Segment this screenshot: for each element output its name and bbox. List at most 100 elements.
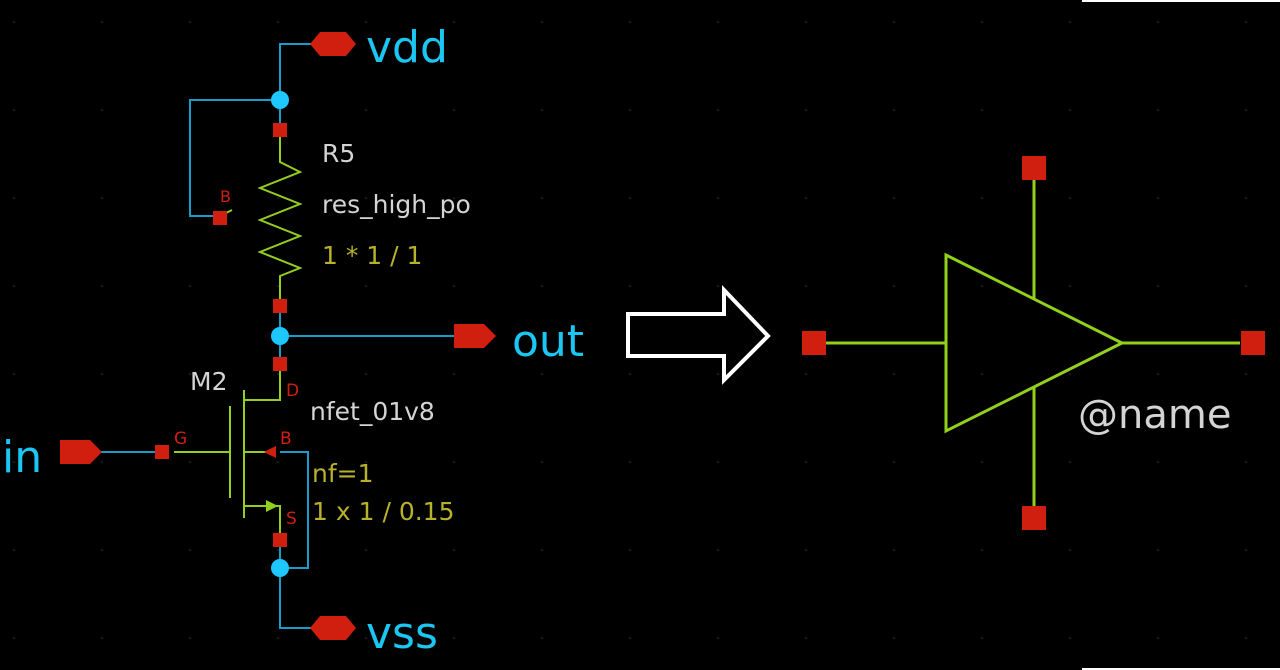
grid-dot (101, 197, 103, 199)
grid-dot (981, 461, 983, 463)
grid-dot (805, 109, 807, 111)
grid-dot (453, 549, 455, 551)
grid-dot (717, 197, 719, 199)
grid-dot (1157, 109, 1159, 111)
grid-dot (365, 373, 367, 375)
grid-dot (277, 373, 279, 375)
grid-dot (365, 285, 367, 287)
grid-dot (277, 109, 279, 111)
grid-dot (541, 373, 543, 375)
grid-dot (453, 637, 455, 639)
grid-dot (277, 637, 279, 639)
grid-dot (981, 197, 983, 199)
pin-m-source (273, 533, 287, 547)
grid-dot (365, 109, 367, 111)
nmos-pin-b: B (280, 429, 292, 449)
junction-vss (271, 559, 289, 577)
grid-dot (1157, 549, 1159, 551)
net-ports[interactable] (60, 32, 496, 640)
symbol-pin-bottom (1022, 506, 1046, 530)
symbol-pin-top (1022, 156, 1046, 180)
schematic-canvas[interactable] (0, 0, 1082, 670)
grid-dot (1069, 109, 1071, 111)
pin-r-bottom (273, 299, 287, 313)
grid-dot (101, 109, 103, 111)
grid-dot (1157, 637, 1159, 639)
grid-dot (453, 373, 455, 375)
grid-dot (1069, 285, 1071, 287)
grid-dot (453, 21, 455, 23)
pins[interactable] (155, 123, 287, 547)
symbol-pin-out (1241, 331, 1265, 355)
grid-dot (629, 373, 631, 375)
port-out-arrow (454, 324, 496, 348)
grid-dot (805, 373, 807, 375)
wire-bulk-r (189, 99, 280, 217)
symbol-pins[interactable] (802, 156, 1265, 530)
grid-dot (1157, 197, 1159, 199)
grid-dot (453, 285, 455, 287)
grid-dot (893, 549, 895, 551)
grid-dot (453, 109, 455, 111)
resistor-inst-name: R5 (322, 139, 355, 168)
grid-dot (101, 461, 103, 463)
grid-dot (189, 373, 191, 375)
grid-dot (717, 21, 719, 23)
grid-dot (981, 285, 983, 287)
grid-dot (189, 461, 191, 463)
port-in-arrow (60, 440, 102, 464)
grid-dot (717, 461, 719, 463)
grid-dot (541, 637, 543, 639)
grid-dot (541, 461, 543, 463)
grid-dot (717, 285, 719, 287)
grid-dot (981, 637, 983, 639)
grid-dot (1157, 373, 1159, 375)
resistor-r5[interactable] (219, 130, 303, 306)
grid-dot (893, 21, 895, 23)
grid-dot (1069, 461, 1071, 463)
nmos-pin-g: G (174, 429, 187, 449)
grid-dot (365, 549, 367, 551)
grid-dot (101, 373, 103, 375)
net-label-in: in (2, 432, 42, 483)
nmos-nf: nf=1 (312, 459, 374, 488)
grid-dot (1245, 197, 1247, 199)
grid-dot (1157, 285, 1159, 287)
grid-dot (541, 109, 543, 111)
grid-dot (981, 109, 983, 111)
grid-dot (1069, 637, 1071, 639)
grid-dot (13, 109, 15, 111)
grid-dot (277, 197, 279, 199)
pin-m-gate (155, 445, 169, 459)
buffer-symbol[interactable] (826, 180, 1240, 506)
grid-dot (13, 197, 15, 199)
wire-vss (279, 540, 316, 629)
grid-dot (453, 461, 455, 463)
grid-dot (629, 197, 631, 199)
grid-dot (13, 637, 15, 639)
grid-dot (277, 21, 279, 23)
grid-dot (805, 285, 807, 287)
nmos-model: nfet_01v8 (310, 397, 435, 426)
grid-dot (893, 197, 895, 199)
grid-dot (277, 549, 279, 551)
grid-dot (101, 285, 103, 287)
nmos-m2[interactable] (174, 364, 281, 540)
grid-dot (805, 21, 807, 23)
nmos-bulk-arrow (264, 446, 276, 458)
grid-dot (1245, 549, 1247, 551)
grid-dot (1157, 21, 1159, 23)
grid-dot (13, 549, 15, 551)
junction-out (271, 327, 289, 345)
grid-dot (893, 285, 895, 287)
net-label-out: out (512, 316, 584, 367)
nmos-source-arrow (266, 500, 278, 512)
grid-dot (629, 637, 631, 639)
grid-dot (1157, 461, 1159, 463)
pin-m-drain (273, 357, 287, 371)
grid-dot (189, 21, 191, 23)
grid-dot (541, 21, 543, 23)
grid-dot (365, 21, 367, 23)
grid-dot (893, 109, 895, 111)
port-vss-arrow (310, 616, 356, 640)
